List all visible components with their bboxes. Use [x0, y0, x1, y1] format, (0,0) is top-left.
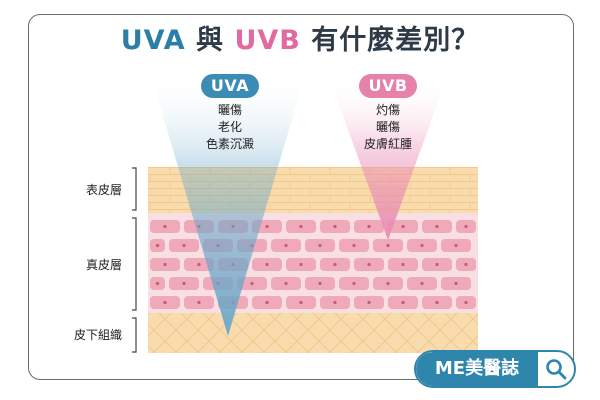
cell-nucleus: [182, 243, 186, 248]
cell-nucleus: [182, 281, 186, 286]
uvb-label: UVB: [359, 74, 417, 98]
dermis-cells: [150, 220, 476, 309]
cell-nucleus: [367, 262, 371, 267]
cell-nucleus: [367, 224, 371, 229]
cell-nucleus: [401, 262, 405, 267]
cell-nucleus: [318, 243, 322, 248]
page-title: UVA 與 UVB 有什麼差別？: [0, 18, 600, 57]
cell-nucleus: [386, 243, 390, 248]
cell-nucleus: [435, 262, 439, 267]
cell-nucleus: [155, 243, 160, 248]
cell-nucleus: [352, 281, 356, 286]
cell-nucleus: [284, 243, 288, 248]
cell-nucleus: [197, 300, 201, 305]
cell-nucleus: [163, 262, 167, 267]
cell-nucleus: [265, 224, 269, 229]
brand-name: ME美醫誌: [416, 352, 538, 386]
subcutaneous-label: 皮下組織: [73, 328, 122, 342]
cell-nucleus: [265, 300, 269, 305]
cell-nucleus: [454, 243, 458, 248]
cell-nucleus: [284, 281, 288, 286]
cell-nucleus: [155, 281, 160, 286]
uva-effect-3: 色素沉澱: [205, 137, 254, 151]
cell-nucleus: [367, 300, 371, 305]
cell-nucleus: [420, 281, 424, 286]
title-and: 與: [185, 25, 235, 56]
cell-nucleus: [265, 262, 269, 267]
dermis-label: 真皮層: [85, 258, 122, 272]
search-icon[interactable]: [544, 357, 568, 381]
cell-nucleus: [333, 300, 337, 305]
title-question: 有什麼差別？: [300, 25, 480, 56]
cell-nucleus: [401, 224, 405, 229]
uva-effects: 曬傷 老化 色素沉澱: [180, 102, 280, 153]
cell-nucleus: [163, 224, 167, 229]
cell-nucleus: [299, 300, 303, 305]
uva-effect-1: 曬傷: [217, 103, 242, 117]
cell-nucleus: [299, 224, 303, 229]
epidermis-label: 表皮層: [85, 183, 122, 197]
cell-nucleus: [197, 262, 201, 267]
cell-nucleus: [464, 262, 468, 267]
title-uva: UVA: [120, 25, 186, 56]
uvb-effect-1: 灼傷: [375, 103, 400, 117]
cell-nucleus: [401, 300, 405, 305]
cell-nucleus: [299, 262, 303, 267]
layer-brackets: [132, 167, 137, 353]
uvb-beam: [330, 80, 446, 240]
cell-nucleus: [464, 224, 468, 229]
brand-badge[interactable]: ME美醫誌: [414, 350, 576, 388]
uvb-effects: 灼傷 曬傷 皮膚紅腫: [338, 102, 438, 153]
uva-label: UVA: [201, 74, 259, 98]
cell-nucleus: [435, 300, 439, 305]
cell-nucleus: [454, 281, 458, 286]
uvb-effect-2: 曬傷: [375, 120, 400, 134]
uva-beam: [150, 72, 306, 336]
cell-nucleus: [333, 262, 337, 267]
title-uvb: UVB: [234, 25, 301, 56]
cell-nucleus: [163, 300, 167, 305]
cell-nucleus: [333, 224, 337, 229]
uva-effect-2: 老化: [217, 120, 242, 134]
uvb-effect-3: 皮膚紅腫: [363, 137, 412, 151]
cell-nucleus: [435, 224, 439, 229]
cell-nucleus: [386, 281, 390, 286]
cell-nucleus: [250, 281, 254, 286]
cell-nucleus: [420, 243, 424, 248]
cell-nucleus: [352, 243, 356, 248]
cell-nucleus: [318, 281, 322, 286]
cell-nucleus: [464, 300, 468, 305]
subcutaneous-layer: [148, 313, 478, 353]
